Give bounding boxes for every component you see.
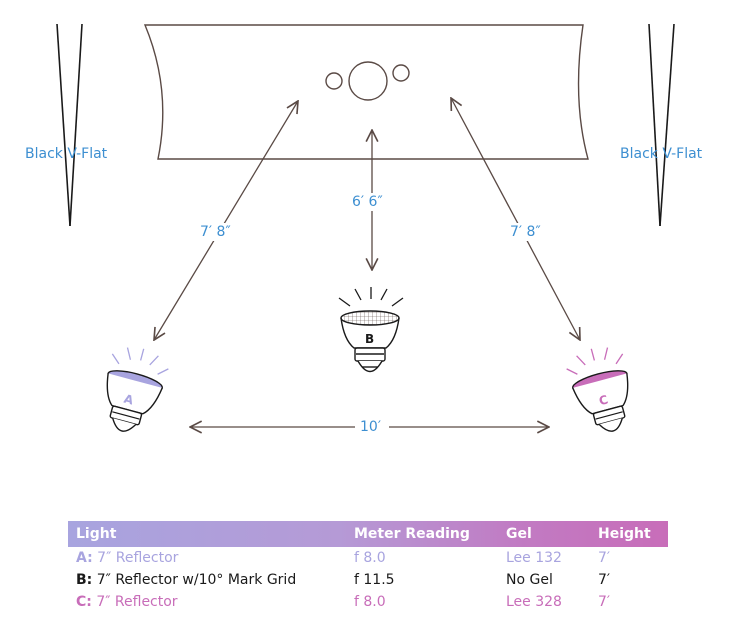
light-b: B	[338, 287, 404, 373]
v-flat-left	[56, 23, 83, 227]
row-b-gel: No Gel	[506, 572, 553, 588]
light-c-rays-icon	[566, 347, 624, 375]
distance-c-label: 7′ 8″	[510, 224, 541, 240]
v-flat-right	[648, 23, 675, 227]
row-c-height: 7′	[598, 594, 611, 610]
row-a-gel: Lee 132	[506, 550, 562, 566]
row-b-meter: f 11.5	[354, 572, 395, 588]
subject-icon	[325, 61, 410, 101]
row-c-id: C:	[76, 594, 92, 610]
row-c-gel: Lee 328	[506, 594, 562, 610]
row-a-desc: 7″ Reflector	[97, 550, 179, 566]
legend-header-row: Light Meter Reading Gel Height	[68, 521, 668, 547]
header-height: Height	[598, 526, 651, 542]
row-a-height: 7′	[598, 550, 611, 566]
arrow-a	[154, 101, 298, 340]
light-c: C	[566, 347, 629, 432]
light-a-letter: A	[122, 392, 135, 408]
backdrop	[143, 24, 589, 160]
light-c-letter: C	[597, 392, 609, 408]
row-a-id: A:	[76, 550, 93, 566]
distance-a-label: 7′ 8″	[200, 224, 231, 240]
row-b-id: B:	[76, 572, 93, 588]
header-gel: Gel	[506, 526, 532, 542]
arrow-c	[451, 98, 580, 340]
row-b-desc: 7″ Reflector w/10° Mark Grid	[96, 572, 297, 588]
v-flat-left-label: Black V-Flat	[25, 146, 108, 162]
light-a-rays-icon	[111, 347, 169, 375]
light-b-rays-icon	[338, 287, 404, 307]
header-light: Light	[76, 526, 117, 542]
distance-b-label: 6′ 6″	[352, 194, 383, 210]
header-meter-reading: Meter Reading	[354, 526, 470, 542]
legend-row-a: A: 7″ Reflector f 8.0 Lee 132 7′	[68, 547, 668, 569]
row-a-meter: f 8.0	[354, 550, 386, 566]
distance-ac-label: 10′	[360, 419, 381, 435]
row-c-desc: 7″ Reflector	[96, 594, 178, 610]
light-b-letter: B	[365, 332, 374, 346]
row-b-height: 7′	[598, 572, 611, 588]
legend-row-b: B: 7″ Reflector w/10° Mark Grid f 11.5 N…	[68, 569, 668, 591]
lighting-legend-table: Light Meter Reading Gel Height A: 7″ Ref…	[68, 521, 668, 613]
legend-row-c: C: 7″ Reflector f 8.0 Lee 328 7′	[68, 591, 668, 613]
v-flat-right-label: Black V-Flat	[620, 146, 703, 162]
row-c-meter: f 8.0	[354, 594, 386, 610]
light-a: A	[106, 347, 169, 432]
